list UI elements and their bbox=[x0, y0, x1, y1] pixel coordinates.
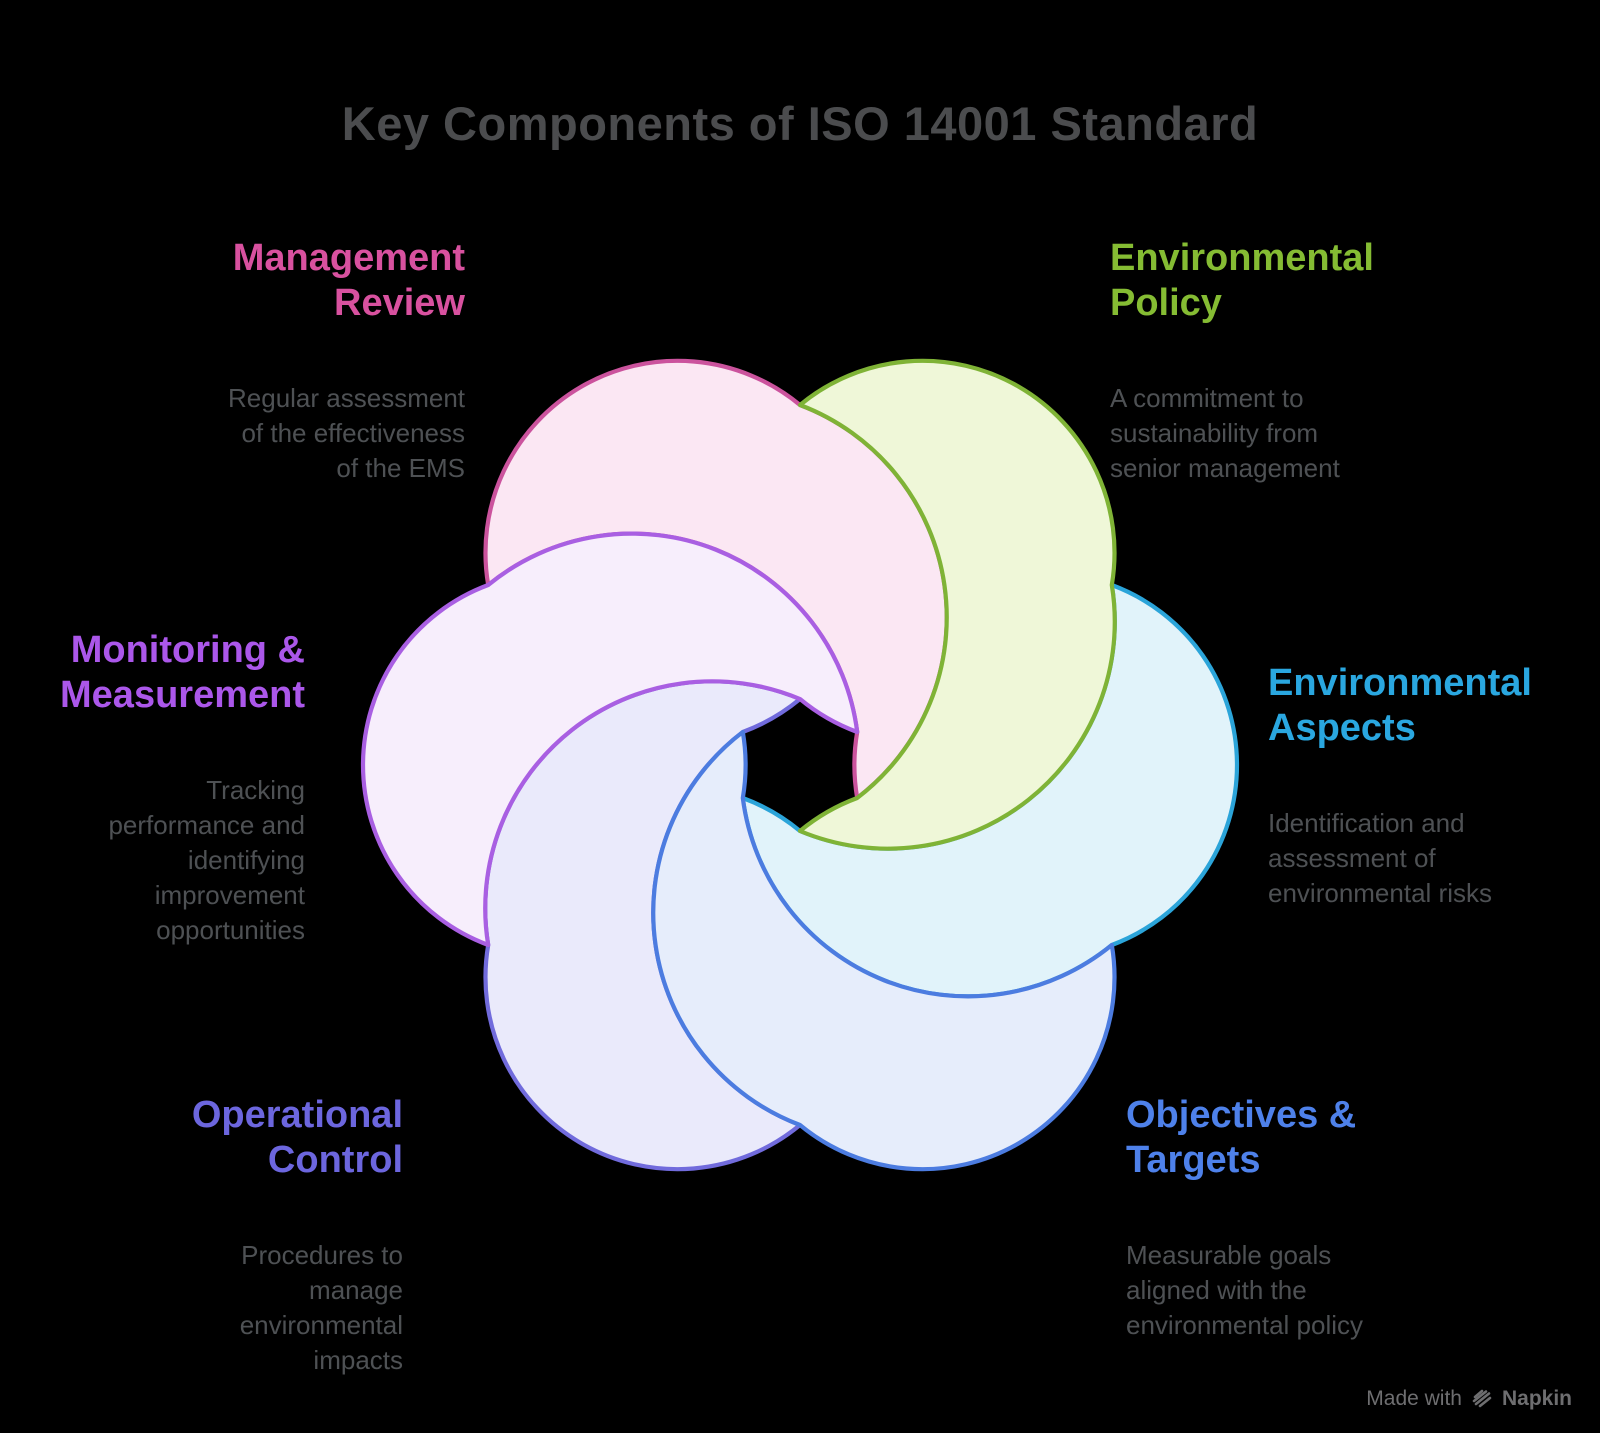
petal-heading: Management Review bbox=[232, 237, 465, 324]
page-title: Key Components of ISO 14001 Standard bbox=[341, 97, 1259, 150]
napkin-logo-icon bbox=[1472, 1389, 1492, 1408]
petal-description: Regular assessment of the effectiveness … bbox=[228, 383, 465, 483]
petal-description: A commitment to sustainability from seni… bbox=[1110, 383, 1340, 483]
petal-description: Measurable goals aligned with the enviro… bbox=[1126, 1240, 1364, 1340]
petal-description: Procedures to manage environmental impac… bbox=[239, 1240, 403, 1375]
petal-label-environmental-policy: Environmental Policy A commitment to sus… bbox=[1110, 218, 1374, 504]
petal-description: Tracking performance and identifying imp… bbox=[108, 775, 305, 945]
petal-label-monitoring-measurement: Monitoring & Measurement Tracking perfor… bbox=[60, 610, 305, 966]
petal-label-management-review: Management Review Regular assessment of … bbox=[228, 218, 465, 504]
petal-heading: Environmental Policy bbox=[1110, 237, 1374, 324]
petal-heading: Monitoring & Measurement bbox=[60, 629, 305, 716]
petal-description: Identification and assessment of environ… bbox=[1268, 808, 1492, 908]
brand-name: Napkin bbox=[1501, 1387, 1572, 1410]
petal-label-operational-control: Operational Control Procedures to manage… bbox=[192, 1075, 403, 1396]
petal-heading: Environmental Aspects bbox=[1268, 662, 1532, 749]
petal-label-environmental-aspects: Environmental Aspects Identification and… bbox=[1268, 643, 1532, 929]
petal-objectives-targets bbox=[651, 729, 1117, 1172]
petal-heading: Operational Control bbox=[191, 1094, 403, 1181]
petal-label-objectives-targets: Objectives & Targets Measurable goals al… bbox=[1126, 1075, 1363, 1361]
petal-environmental-policy bbox=[797, 358, 1117, 851]
watermark-text: Made with bbox=[1366, 1387, 1462, 1410]
petal-heading: Objectives & Targets bbox=[1126, 1094, 1357, 1181]
watermark: Made with Napkin bbox=[1366, 1387, 1572, 1411]
petal-monitoring-measurement bbox=[360, 531, 860, 948]
